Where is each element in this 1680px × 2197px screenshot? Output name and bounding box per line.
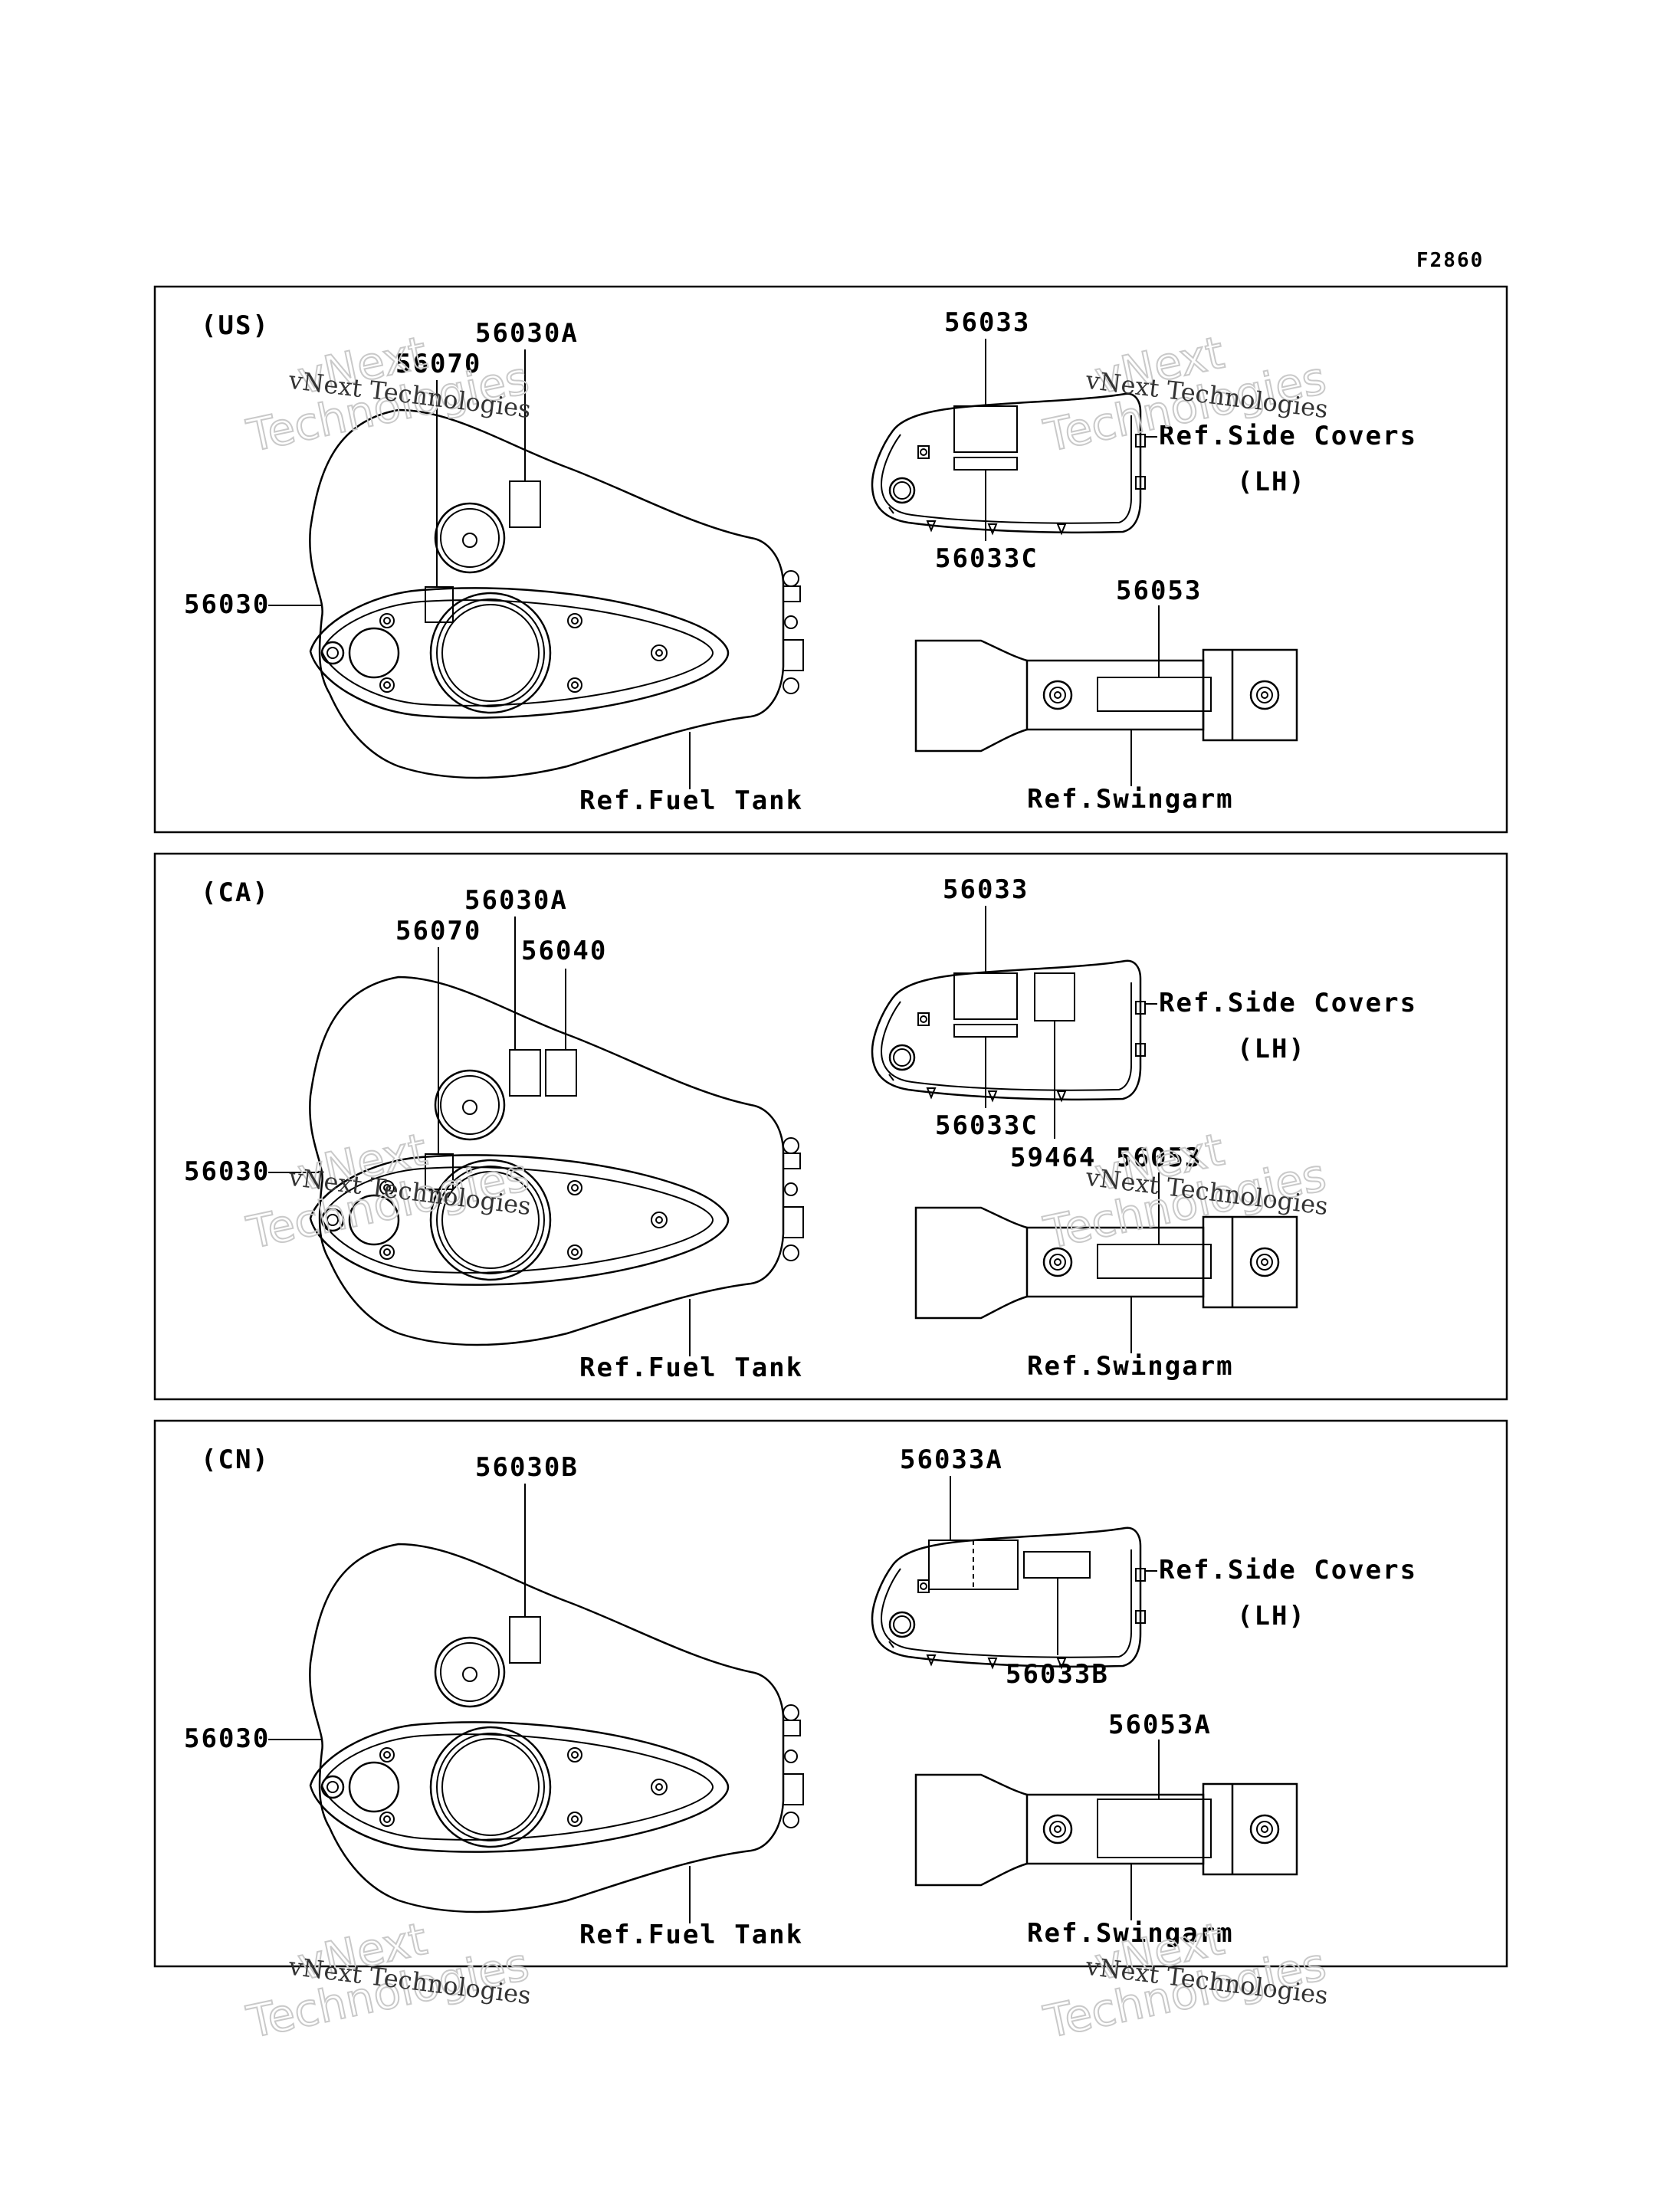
swingarm-drawing — [914, 1773, 1298, 1887]
part-56033c: 56033C — [935, 543, 1039, 574]
label-56030a-sticker — [509, 480, 541, 528]
watermark: Technologies vNext vNext Technologies — [241, 1123, 534, 1260]
lh-label: (LH) — [1237, 467, 1306, 497]
panel-ca: (CA) 56030A 56040 56070 56030 Ref.Fuel T… — [153, 852, 1508, 1401]
lh-label: (LH) — [1237, 1601, 1306, 1631]
part-56070: 56070 — [395, 349, 481, 379]
ref-fuel-tank: Ref.Fuel Tank — [579, 785, 803, 816]
label-56070-sticker — [425, 586, 454, 623]
watermark: Technologies vNext vNext Technologies — [241, 1912, 534, 2049]
ref-side-covers: Ref.Side Covers — [1159, 421, 1417, 451]
fuel-tank-drawing — [309, 408, 805, 779]
label-56033-sticker — [953, 972, 1018, 1020]
part-56030a: 56030A — [464, 885, 568, 916]
label-56053-sticker — [1097, 677, 1212, 712]
ref-swingarm: Ref.Swingarm — [1027, 784, 1234, 815]
label-56033c-sticker — [953, 457, 1018, 471]
panel-frame — [153, 285, 1508, 834]
region-label: (CA) — [201, 877, 270, 908]
part-56033: 56033 — [943, 874, 1029, 905]
part-56053a: 56053A — [1108, 1710, 1212, 1740]
part-56053: 56053 — [1116, 575, 1202, 606]
ref-fuel-tank: Ref.Fuel Tank — [579, 1353, 803, 1383]
part-56033: 56033 — [944, 307, 1030, 338]
part-56030b: 56030B — [475, 1452, 579, 1483]
fuel-tank-drawing — [309, 1543, 805, 1913]
label-56033-sticker — [953, 405, 1018, 453]
part-56033b: 56033B — [1006, 1659, 1109, 1690]
ref-swingarm: Ref.Swingarm — [1027, 1351, 1234, 1382]
label-56030b-sticker — [509, 1616, 541, 1664]
ref-side-covers: Ref.Side Covers — [1159, 1555, 1417, 1585]
label-56053a-sticker — [1097, 1799, 1212, 1858]
label-56033b-sticker — [1023, 1551, 1091, 1579]
figure-code: F2860 — [1416, 249, 1484, 272]
panel-cn: (CN) 56030B 56030 Ref.Fuel Tank 56033A 5… — [153, 1419, 1508, 1968]
label-56040-sticker — [545, 1049, 577, 1097]
side-cover-drawing — [871, 1526, 1147, 1669]
label-56030a-sticker — [509, 1049, 541, 1097]
label-56033c-sticker — [953, 1024, 1018, 1038]
part-56070: 56070 — [395, 916, 481, 946]
region-label: (CN) — [201, 1444, 270, 1475]
part-56030a: 56030A — [475, 318, 579, 349]
part-56030: 56030 — [184, 1156, 270, 1187]
part-56040: 56040 — [521, 936, 607, 966]
lh-label: (LH) — [1237, 1034, 1306, 1064]
panel-frame — [153, 1419, 1508, 1968]
label-56033a-sticker — [928, 1540, 1019, 1590]
ref-side-covers: Ref.Side Covers — [1159, 988, 1417, 1018]
part-56033a: 56033A — [900, 1444, 1003, 1475]
part-56030: 56030 — [184, 1723, 270, 1754]
label-56053-sticker — [1097, 1244, 1212, 1279]
part-56033c: 56033C — [935, 1110, 1039, 1141]
part-56053: 56053 — [1116, 1143, 1202, 1173]
ref-swingarm: Ref.Swingarm — [1027, 1918, 1234, 1949]
swingarm-drawing — [914, 639, 1298, 753]
part-56030: 56030 — [184, 589, 270, 620]
side-cover-drawing — [871, 959, 1147, 1102]
label-59464-sticker — [1034, 972, 1075, 1021]
ref-fuel-tank: Ref.Fuel Tank — [579, 1920, 803, 1950]
region-label: (US) — [201, 310, 270, 341]
panel-frame — [153, 852, 1508, 1401]
panel-us: (US) 56030A 56070 56030 Ref.Fuel Tank 56… — [153, 285, 1508, 834]
part-59464: 59464 — [1010, 1143, 1096, 1173]
